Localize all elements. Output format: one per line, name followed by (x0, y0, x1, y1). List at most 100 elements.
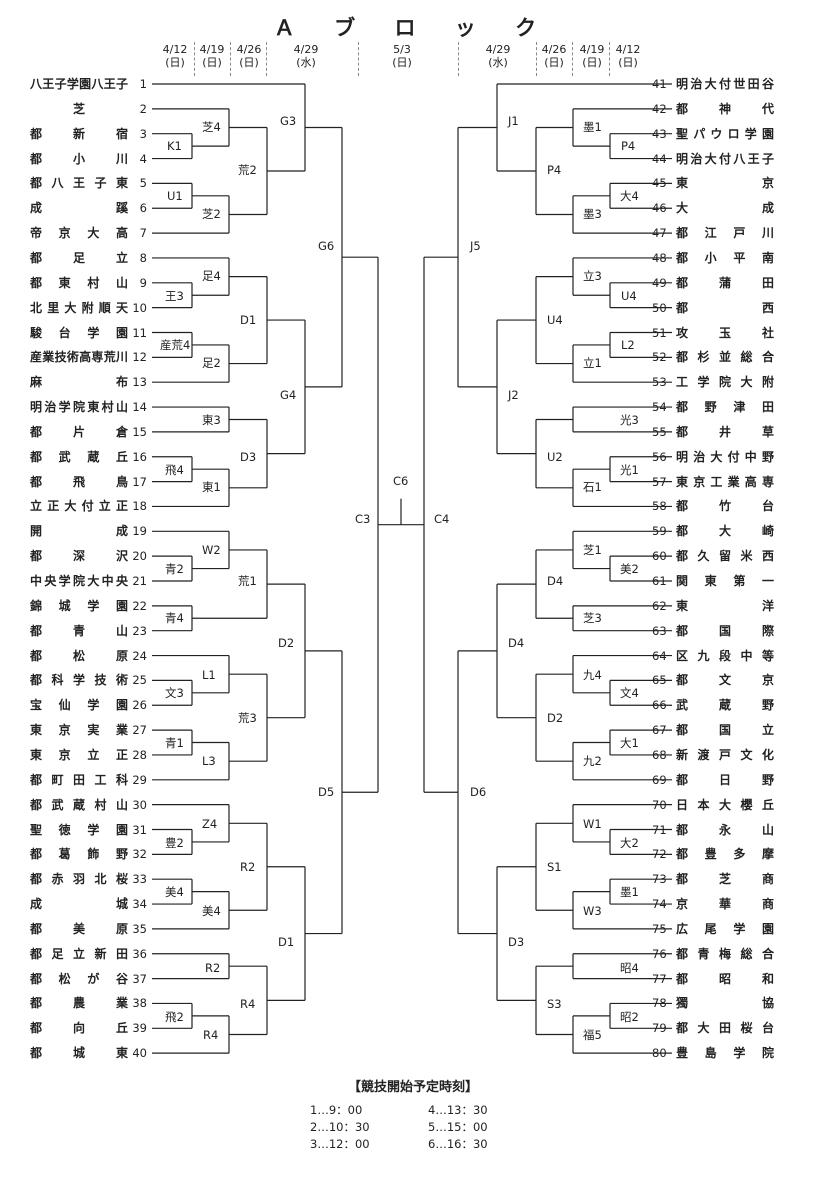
team-name: 広尾学園 (676, 921, 774, 936)
match-label: R4 (240, 997, 256, 1011)
team-name: 開成 (30, 524, 128, 539)
team-name: 都科学技術 (30, 673, 128, 688)
match-label: D1 (278, 935, 295, 949)
seed-number: 20 (132, 549, 147, 564)
seed-number: 76 (652, 946, 667, 961)
round-date: 4/12 (615, 43, 641, 56)
seed-number: 38 (132, 996, 147, 1011)
team-name: 聖パウロ学園 (676, 126, 774, 141)
team-name: 武蔵野 (676, 698, 774, 713)
seed-number: 31 (132, 822, 147, 837)
seed-number: 26 (132, 698, 147, 713)
match-label: 青4 (165, 611, 184, 625)
team-name: 宝仙学園 (30, 698, 128, 713)
match-label: W2 (202, 543, 221, 557)
team-name: 都青山 (30, 623, 128, 638)
match-label: 墨3 (583, 207, 602, 221)
round-day: (日) (239, 56, 259, 69)
team-name: 都青梅総合 (676, 946, 774, 961)
round-header-l2: 4/19(日) (190, 43, 234, 69)
match-label: 芝2 (202, 207, 221, 221)
match-label: 昭2 (620, 1010, 639, 1024)
team-name: 都大田桜台 (676, 1021, 774, 1036)
team-name: 産業技術高専荒川 (30, 350, 128, 365)
match-label: 足4 (202, 269, 221, 283)
match-label: 光1 (620, 463, 639, 477)
team-name: 都小平南 (676, 250, 774, 265)
team-name: 都美原 (30, 921, 128, 936)
team-name: 新渡戸文化 (676, 747, 774, 762)
match-label: J2 (508, 388, 519, 402)
seed-number: 56 (652, 449, 667, 464)
match-label: K1 (167, 139, 182, 153)
team-name: 東洋 (676, 598, 774, 613)
column-divider (536, 42, 537, 76)
match-label: D4 (508, 636, 525, 650)
seed-number: 15 (132, 424, 147, 439)
team-name: 都赤羽北桜 (30, 872, 128, 887)
seed-number: 79 (652, 1021, 667, 1036)
team-name: 都大崎 (676, 524, 774, 539)
seed-number: 77 (652, 971, 667, 986)
seed-number: 34 (132, 897, 147, 912)
match-label: R2 (205, 961, 221, 975)
schedule-item: 4…13：30 (428, 1103, 488, 1117)
match-label: D3 (508, 935, 525, 949)
seed-number: 61 (652, 574, 667, 588)
match-label: G6 (318, 239, 335, 253)
seed-number: 70 (652, 797, 667, 812)
seed-number: 40 (132, 1046, 147, 1061)
schedule-item: 3…12：00 (310, 1137, 370, 1151)
seed-number: 9 (139, 275, 147, 290)
match-label: 昭4 (620, 961, 639, 975)
match-label: 美4 (165, 885, 184, 899)
round-day: (日) (202, 56, 222, 69)
team-name: 都神代 (676, 101, 774, 116)
round-header-l4: 4/29(水) (284, 43, 328, 69)
match-label: D6 (470, 785, 487, 799)
match-label: 九2 (583, 754, 602, 768)
round-date: 4/29 (293, 43, 319, 56)
match-label: Z4 (202, 817, 218, 831)
team-name: 都城東 (30, 1046, 128, 1061)
seed-number: 28 (132, 747, 147, 762)
match-label: 大2 (620, 836, 639, 850)
seed-number: 78 (652, 996, 667, 1011)
match-label: 青2 (165, 562, 184, 576)
match-label: 東3 (202, 413, 221, 427)
seed-number: 41 (652, 77, 667, 91)
match-label: U4 (547, 313, 563, 327)
match-label: 光3 (620, 413, 639, 427)
team-name: 大成 (676, 201, 774, 216)
seed-number: 35 (132, 921, 147, 936)
round-date: 4/19 (579, 43, 605, 56)
match-label: L1 (202, 668, 216, 682)
column-divider (230, 42, 231, 76)
schedule-title: 【競技開始予定時刻】 (347, 1080, 478, 1095)
seed-number: 1 (139, 77, 147, 91)
match-label: S1 (547, 860, 562, 874)
column-divider (458, 42, 459, 76)
team-name: 中央学院大中央 (30, 574, 128, 588)
team-name: 都杉並総合 (676, 350, 774, 365)
round-header-l1: 4/12(日) (153, 43, 197, 69)
block-title: Ａ ブ ロ ッ ク (273, 16, 553, 40)
team-name: 都芝商 (676, 872, 774, 887)
match-label: 東1 (202, 480, 221, 494)
seed-number: 18 (132, 499, 147, 514)
match-label: 墨1 (583, 120, 602, 134)
seed-number: 7 (139, 226, 147, 241)
round-date: 4/26 (236, 43, 262, 56)
round-date: 5/3 (393, 43, 411, 56)
schedule-item: 5…15：00 (428, 1120, 488, 1134)
match-label: U2 (547, 450, 563, 464)
match-label: 墨1 (620, 885, 639, 899)
match-label: G3 (280, 114, 297, 128)
match-label: U1 (167, 189, 183, 203)
round-day: (水) (488, 56, 508, 69)
seed-number: 39 (132, 1021, 147, 1036)
team-name: 都松原 (30, 648, 128, 663)
match-label: C3 (355, 512, 371, 526)
round-header-r2: 4/19(日) (570, 43, 614, 69)
match-label: 芝1 (583, 543, 602, 557)
